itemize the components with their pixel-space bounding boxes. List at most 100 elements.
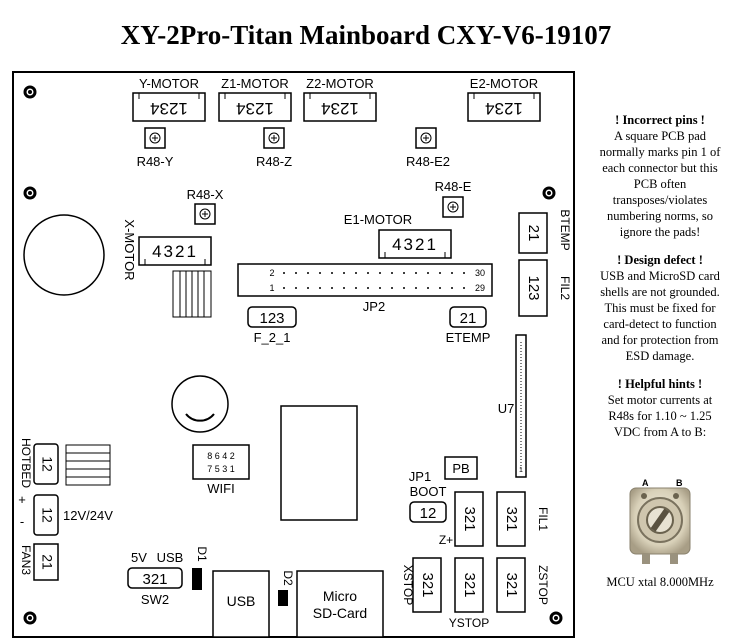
- fan3-label: FAN3: [19, 545, 33, 575]
- power-label: 12V/24V: [63, 508, 113, 523]
- z1-motor-label: Z1-MOTOR: [221, 76, 289, 91]
- fil2-pins: 123: [525, 275, 542, 300]
- micro-sd-slot: Micro SD-Card: [296, 570, 384, 638]
- helpful-hints-heading: ! Helpful hints !: [617, 377, 703, 391]
- fil1-label: FIL1: [536, 507, 550, 531]
- r48-y-label: R48-Y: [137, 154, 174, 169]
- fil2-label: FIL2: [558, 276, 572, 300]
- trimpot-photo: [629, 487, 691, 564]
- hotbed-pins: 12: [39, 456, 55, 472]
- f-2-1-connector: 123: [247, 306, 297, 328]
- zstop-connector: 321: [496, 557, 526, 613]
- e2-motor-connector: 1234: [467, 92, 541, 122]
- btemp-connector: 21: [518, 212, 548, 254]
- zstop-pins: 321: [503, 572, 520, 597]
- etemp-pins: 21: [460, 310, 477, 327]
- pcb-outline: [12, 71, 575, 638]
- wifi-label: WIFI: [207, 481, 234, 496]
- z1-motor-connector: 1234: [218, 92, 292, 122]
- u7-slot: 1: [515, 334, 527, 478]
- etemp-label: ETEMP: [446, 330, 491, 345]
- fan3-pins: 21: [39, 554, 55, 570]
- incorrect-pins-text: A square PCB pad normally marks pin 1 of…: [599, 129, 721, 239]
- power-pins: 12: [39, 507, 55, 523]
- power-plus: +: [18, 492, 26, 507]
- jp2-pin-29: 29: [475, 283, 485, 293]
- power-minus: -: [20, 514, 24, 529]
- d2-led: [278, 590, 288, 606]
- pb-button: [444, 456, 478, 480]
- d2-label: D2: [281, 570, 295, 586]
- page-title: XY-2Pro-Titan Mainboard CXY-V6-19107: [120, 20, 612, 50]
- wifi-pins-bottom: 7 5 3 1: [207, 464, 235, 474]
- d1-label: D1: [195, 546, 209, 562]
- e1-motor-connector: 4321: [378, 229, 452, 259]
- jp2-pin-2: 2: [269, 268, 274, 278]
- y-motor-connector: 1234: [132, 92, 206, 122]
- hotbed-connector: 12: [33, 443, 59, 485]
- z2-motor-pins: 1234: [321, 99, 359, 118]
- boot-pins: 12: [420, 505, 437, 522]
- usb-port: USB: [212, 570, 270, 638]
- boot-label: BOOT: [410, 484, 447, 499]
- d1-led: [192, 568, 202, 590]
- r48-z-label: R48-Z: [256, 154, 292, 169]
- x-motor-label: X-MOTOR: [122, 219, 137, 280]
- x-motor-connector: 4321: [138, 236, 212, 266]
- r48-e-label: R48-E: [435, 179, 472, 194]
- ystop-pins: 321: [461, 572, 478, 597]
- mcu-chip: [280, 405, 358, 521]
- hotbed-label: HOTBED: [19, 438, 33, 488]
- z-plus-pins: 321: [461, 506, 478, 531]
- trimpot-r48-e2: [415, 127, 437, 149]
- wifi-connector: 8 6 4 2 7 5 3 1: [192, 444, 250, 480]
- design-defect-text: USB and MicroSD card shells are not grou…: [600, 269, 720, 363]
- heatsink: [172, 270, 212, 318]
- jp2-header: 2 1 30 29: [237, 263, 493, 297]
- fan3-connector: 21: [33, 543, 59, 581]
- pot-label-b: B: [676, 478, 683, 488]
- boot-jumper: 12: [409, 501, 447, 523]
- jp2-pin-1: 1: [269, 283, 274, 293]
- hotbed-fins: [65, 444, 111, 486]
- r48-x-label: R48-X: [187, 187, 224, 202]
- sw2-switch: 321: [127, 567, 183, 589]
- e1-motor-label: E1-MOTOR: [344, 212, 412, 227]
- ystop-label: YSTOP: [449, 616, 489, 630]
- z-plus-connector: 321: [454, 491, 484, 547]
- trimpot-r48-e: [442, 196, 464, 218]
- u7-label: U7: [498, 401, 515, 416]
- z-plus-label: Z+: [439, 533, 453, 547]
- jp1-label: JP1: [409, 469, 431, 484]
- design-defect-heading: ! Design defect !: [617, 253, 703, 267]
- trimpot-r48-z: [263, 127, 285, 149]
- fil1-connector: 321: [496, 491, 526, 547]
- jp2-label: JP2: [363, 299, 385, 314]
- sw2-usb-label: USB: [157, 550, 184, 565]
- sd-label-line2: SD-Card: [313, 605, 367, 621]
- power-connector: 12: [33, 494, 59, 536]
- sw2-pins: 321: [142, 571, 167, 588]
- pot-label-a: A: [642, 478, 649, 488]
- xstop-pins: 321: [419, 572, 436, 597]
- notes-column: ! Incorrect pins ! A square PCB pad norm…: [594, 112, 726, 452]
- mounting-holes: [23, 85, 563, 625]
- e2-motor-pins: 1234: [485, 99, 523, 118]
- incorrect-pins-heading: ! Incorrect pins !: [615, 113, 705, 127]
- fil1-pins: 321: [503, 506, 520, 531]
- mcu-xtal-note: MCU xtal 8.000MHz: [606, 575, 714, 589]
- btemp-label: BTEMP: [558, 209, 572, 250]
- trimpot-r48-x: [194, 203, 216, 225]
- f-2-1-pins: 123: [259, 310, 284, 327]
- z1-motor-pins: 1234: [236, 99, 274, 118]
- y-motor-label: Y-MOTOR: [139, 76, 199, 91]
- e1-motor-pins: 4321: [392, 235, 438, 254]
- trimpot-r48-y: [144, 127, 166, 149]
- helpful-hints-text: Set motor currents at R48s for 1.10 ~ 1.…: [607, 393, 713, 439]
- buzzer-small: [171, 375, 229, 433]
- fil2-connector: 123: [518, 259, 548, 317]
- u7-pin-1: 1: [519, 467, 523, 474]
- x-motor-pins: 4321: [152, 242, 198, 261]
- jp2-pin-30: 30: [475, 268, 485, 278]
